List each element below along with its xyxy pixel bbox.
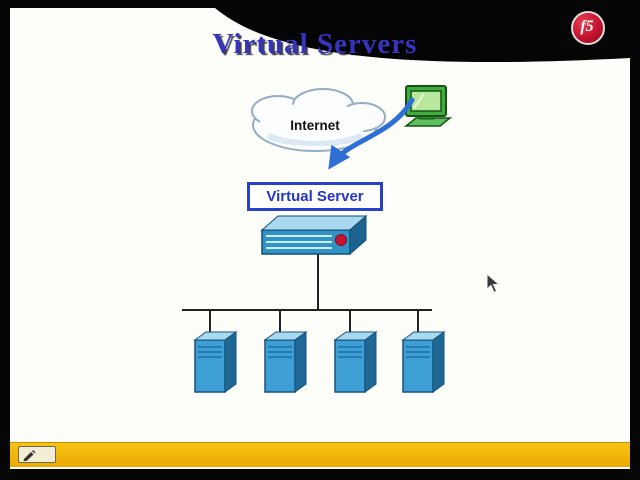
- server-towers: [194, 331, 445, 393]
- mouse-cursor: [486, 272, 501, 294]
- slide-title: Virtual Servers: [212, 28, 418, 60]
- appliance-f5-badge: [335, 234, 347, 246]
- f5-logo: f5: [571, 11, 605, 45]
- network-diagram: [182, 8, 630, 393]
- flow-arrow: [328, 97, 415, 170]
- virtual-server-box: Virtual Server: [247, 182, 383, 211]
- cloud-shape: [251, 88, 386, 152]
- presentation-slide: Virtual Servers Internet Virtual Server …: [10, 8, 630, 469]
- top-swoosh-shape: [215, 8, 630, 63]
- pencil-icon: [23, 449, 36, 461]
- server-tower-2: [264, 331, 307, 393]
- computer-icon: [403, 85, 453, 127]
- f5-logo-text: f5: [580, 18, 594, 35]
- footer-bar: [10, 442, 630, 467]
- annotation-pen-button[interactable]: [18, 446, 56, 463]
- virtual-server-label: Virtual Server: [266, 188, 364, 205]
- connector-lines: [182, 254, 432, 335]
- server-tower-3: [334, 331, 377, 393]
- server-tower-4: [402, 331, 445, 393]
- server-tower-1: [194, 331, 237, 393]
- bigip-appliance: [260, 214, 368, 256]
- internet-label: Internet: [290, 118, 340, 133]
